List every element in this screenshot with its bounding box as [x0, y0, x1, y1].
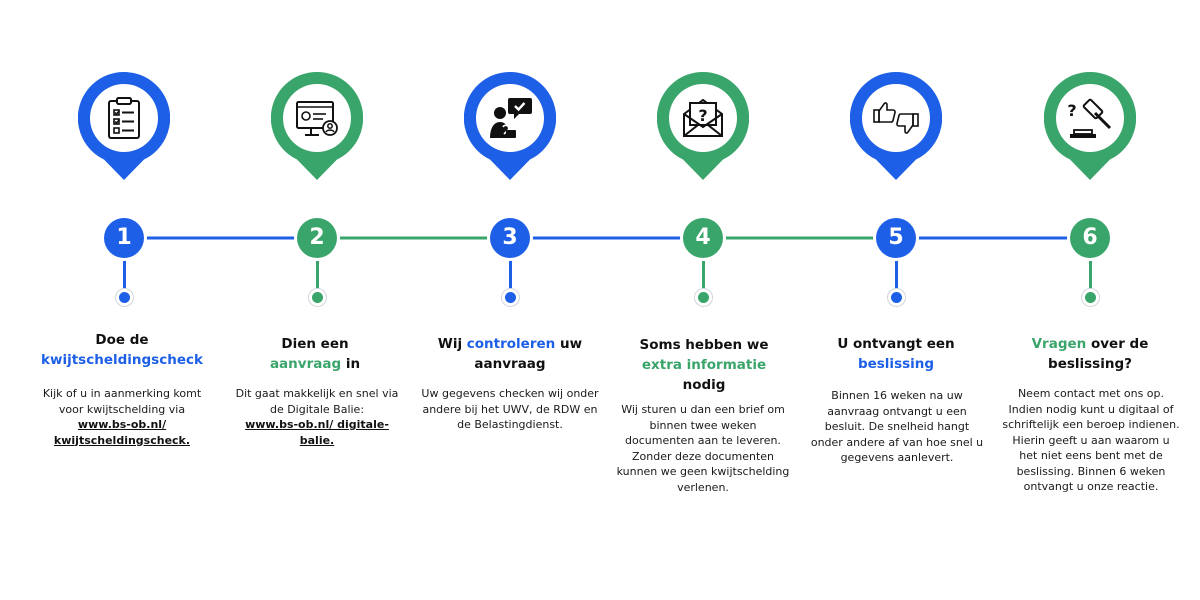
- step-3-title-pre: Wij: [437, 336, 463, 352]
- gavel-question-icon: ?: [1067, 98, 1112, 138]
- svg-text:?: ?: [1067, 101, 1076, 120]
- step-2-body: Dit gaat makkelijk en snel via de Digita…: [228, 386, 406, 448]
- step-2-title-highlight: aanvraag: [269, 356, 342, 372]
- step-3-body: Uw gegevens checken wij onder andere bij…: [421, 386, 599, 433]
- step-6-body: Neem contact met ons op. Indien nodig ku…: [1002, 386, 1180, 495]
- step-5-body: Binnen 16 weken na uw aanvraag ontvangt …: [808, 388, 986, 466]
- step-6-pin: ?: [1044, 72, 1136, 180]
- step-3-title-highlight: controleren: [466, 336, 556, 352]
- step-4-title-highlight: extra informatie: [641, 357, 767, 373]
- step-2-body-text: Dit gaat makkelijk en snel via de Digita…: [235, 387, 399, 416]
- step-3-title: Wij controleren uw aanvraag: [418, 334, 602, 374]
- step-1-title: Doe de kwijtscheldingscheck: [32, 330, 212, 370]
- step-6-title-highlight: Vragen: [1031, 336, 1087, 352]
- step-3-dot: [504, 292, 516, 303]
- step-1-title-highlight: kwijtscheldingscheck: [41, 352, 203, 368]
- step-2-dot: [311, 292, 323, 303]
- step-5-title: U ontvangt een beslissing: [806, 334, 986, 374]
- step-6-body-text: Neem contact met ons op. Indien nodig ku…: [1002, 387, 1180, 493]
- step-1-pin: [78, 72, 170, 180]
- step-3-pin: [464, 72, 556, 180]
- step-3-title-post: uw aanvraag: [474, 336, 583, 372]
- step-4-number: 4: [683, 218, 723, 258]
- step-2-number: 2: [297, 218, 337, 258]
- computer-application-icon: [296, 101, 338, 136]
- step-4-body-text: Wij sturen u dan een brief om binnen twe…: [616, 403, 790, 494]
- step-5-body-text: Binnen 16 weken na uw aanvraag ontvangt …: [810, 389, 984, 464]
- clipboard-checklist-icon: [108, 97, 140, 139]
- step-2-title-pre: Dien een: [281, 336, 349, 352]
- step-5-dot: [890, 292, 902, 303]
- step-2-link[interactable]: www.bs-ob.nl/ digitale-balie.: [245, 418, 389, 447]
- step-4-title: Soms hebben we extra informatie nodig: [611, 335, 797, 395]
- step-3-number: 3: [490, 218, 530, 258]
- step-4-title-post: nodig: [682, 377, 726, 393]
- step-1-body: Kijk of u in aanmerking komt voor kwijts…: [33, 386, 211, 448]
- step-1-body-text: Kijk of u in aanmerking komt voor kwijts…: [42, 387, 202, 416]
- step-2-pin: [271, 72, 363, 180]
- step-6-dot: [1084, 292, 1096, 303]
- step-6-title: Vragen over de beslissing?: [1000, 334, 1180, 374]
- person-checking-chat-icon: [490, 98, 532, 138]
- step-4-pin: ?: [657, 72, 749, 180]
- step-4-title-pre: Soms hebben we: [639, 337, 769, 353]
- step-6-number: 6: [1070, 218, 1110, 258]
- step-2-title-post: in: [345, 356, 361, 372]
- step-5-title-pre: U ontvangt een: [837, 336, 955, 352]
- step-6-title-post: over de beslissing?: [1048, 336, 1149, 372]
- step-5-title-highlight: beslissing: [857, 356, 935, 372]
- step-1-dot: [118, 292, 130, 303]
- step-4-body: Wij sturen u dan een brief om binnen twe…: [614, 402, 792, 495]
- step-2-title: Dien een aanvraag in: [225, 334, 405, 374]
- svg-text:?: ?: [698, 106, 707, 125]
- step-3-body-text: Uw gegevens checken wij onder andere bij…: [421, 387, 599, 431]
- envelope-question-icon: ?: [683, 98, 723, 137]
- step-5-pin: [850, 72, 942, 180]
- step-5-number: 5: [876, 218, 916, 258]
- step-1-title-pre: Doe de: [95, 332, 149, 348]
- step-1-number: 1: [104, 218, 144, 258]
- thumbs-up-down-icon: [873, 102, 919, 134]
- step-4-dot: [697, 292, 709, 303]
- step-1-link[interactable]: www.bs-ob.nl/ kwijtscheldingscheck.: [53, 418, 191, 447]
